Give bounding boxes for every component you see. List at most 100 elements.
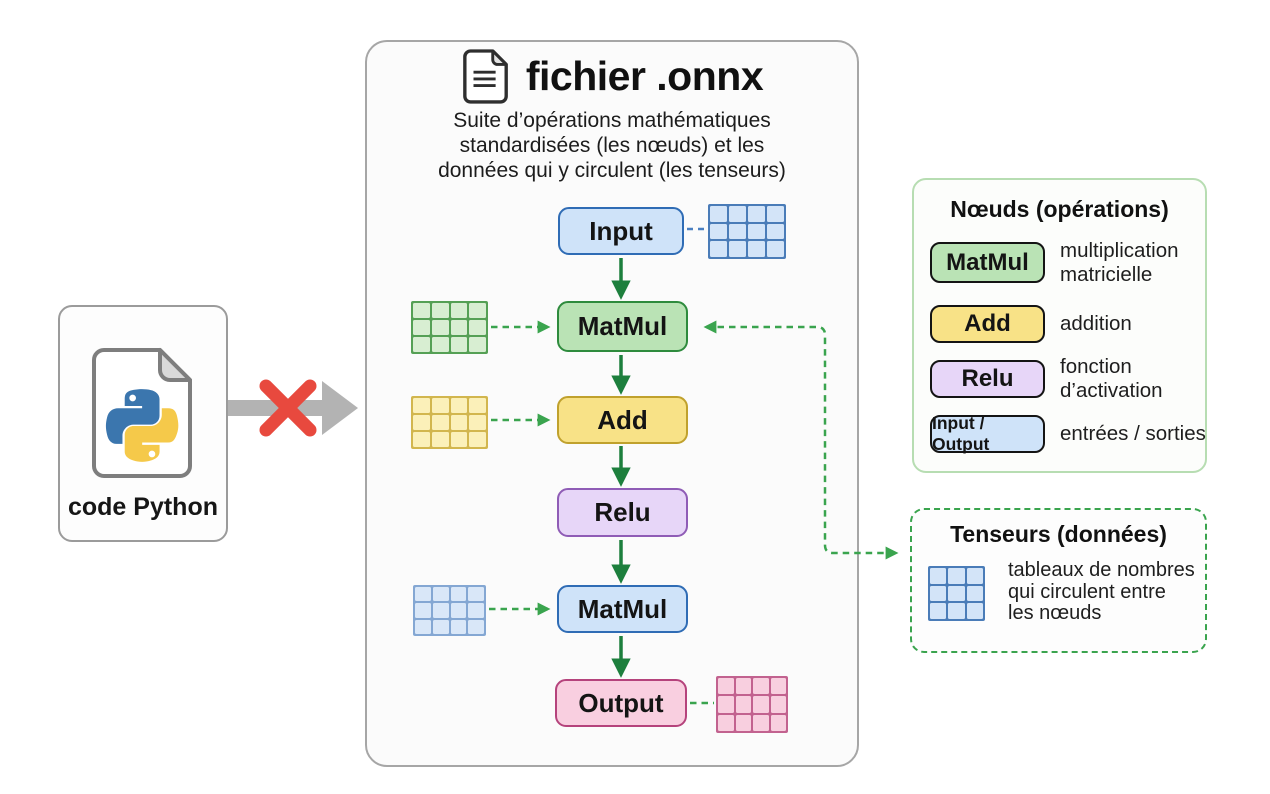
tensor-cell [748,206,765,222]
tensor-cell [432,587,449,602]
tensor-cell [767,241,784,257]
legend-chip-matmul: MatMul [930,242,1045,283]
tensor-cell [413,415,430,430]
tensor-cell [930,585,947,602]
legend-row-io: Input / Output entrées / sorties [930,413,1206,454]
tensor-cell [469,303,486,318]
tensor-cell [718,678,734,695]
document-icon [463,49,508,104]
python-file-icon [92,348,192,478]
gray-conversion-arrow [228,381,358,435]
tensor-cell [413,320,430,335]
tensor-cell [753,714,769,731]
tensor-cell [753,696,769,713]
tensor-cell [710,241,727,257]
legend-row-matmul: MatMul multiplication matricielle [930,239,1179,286]
tensor-cell [735,696,751,713]
tensor-cell [450,415,468,430]
tensor-cell [468,619,484,634]
tensor-grid-add-bias [411,396,488,449]
python-logo [105,389,179,462]
legend-chip-relu: Relu [930,360,1045,398]
tensor-cell [413,303,430,318]
tensor-cell [729,223,746,240]
legend-desc-add: addition [1060,312,1132,335]
tensor-cell [432,619,449,634]
tensor-cell [767,206,784,222]
tensor-cell [469,398,486,413]
legend-chip-add: Add [930,305,1045,343]
tensor-cell [450,398,468,413]
tensor-cell [415,619,431,634]
tensor-grid-input [708,204,786,259]
tensor-cell [469,320,486,335]
tensor-cell [948,603,965,619]
onnx-title: fichier .onnx [525,52,764,99]
node-relu: Relu [557,488,688,537]
tensor-cell [431,398,449,413]
tensor-cell [431,415,449,430]
tensor-cell [432,603,449,618]
tensor-cell [450,303,468,318]
tensor-cell [966,568,983,584]
node-matmul-2: MatMul [557,585,688,633]
legend-tensors-title: Tenseurs (données) [950,521,1167,547]
tensor-cell [450,432,468,447]
tensor-cell [469,337,486,352]
tensor-cell [468,587,484,602]
legend-chip-input-output: Input / Output [930,413,1045,454]
tensor-cell [468,603,484,618]
tensor-grid-matmul1-weights [411,301,488,354]
tensor-cell [735,714,751,731]
tensor-cell [966,603,983,619]
legend-tensors-desc: tableaux de nombres qui circulent entre … [1008,559,1195,624]
node-output: Output [555,679,687,727]
tensor-cell [450,603,467,618]
tensor-cell [710,206,727,222]
tensor-cell [431,432,449,447]
red-cross-icon [259,379,317,437]
tensor-cell [729,206,746,222]
tensor-cell [930,603,947,619]
tensor-cell [948,568,965,584]
tensor-cell [718,714,734,731]
tensor-cell [718,696,734,713]
tensor-cell [735,678,751,695]
tensor-cell [753,678,769,695]
tensor-cell [767,223,784,240]
tensor-cell [413,337,430,352]
tensor-cell [415,603,431,618]
tensor-cell [431,303,449,318]
tensor-cell [413,432,430,447]
tensor-cell [450,320,468,335]
tensor-cell [431,337,449,352]
python-code-label: code Python [67,493,218,521]
tensor-cell [770,696,786,713]
tensor-cell [413,398,430,413]
tensor-cell [966,585,983,602]
legend-row-add: Add addition [930,305,1132,343]
tensor-cell [770,678,786,695]
tensor-grid-matmul2-weights [413,585,486,636]
node-add: Add [557,396,688,444]
tensor-cell [431,320,449,335]
tensor-cell [748,241,765,257]
tensor-cell [450,619,467,634]
onnx-header: fichier .onnx [365,46,859,106]
node-input: Input [558,207,684,255]
legend-nodes-title: Nœuds (opérations) [950,196,1169,222]
legend-row-relu: Relu fonction d’activation [930,355,1163,402]
file-fold [158,348,192,382]
tensor-cell [930,568,947,584]
tensor-cell [415,587,431,602]
legend-desc-input-output: entrées / sorties [1060,422,1206,445]
tensor-grid-output [716,676,788,733]
legend-tensor-grid [928,566,985,621]
legend-desc-relu: fonction d’activation [1060,355,1163,402]
tensor-cell [748,223,765,240]
legend-desc-matmul: multiplication matricielle [1060,238,1179,286]
tensor-cell [770,714,786,731]
node-matmul-1: MatMul [557,301,688,352]
tensor-cell [729,241,746,257]
